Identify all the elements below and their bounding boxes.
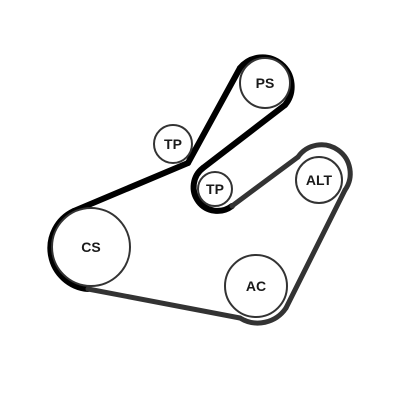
pulley-ac: AC [224, 254, 288, 318]
pulley-cs-circle [51, 207, 131, 287]
pulley-tp-lower: TP [197, 171, 233, 207]
belt-ps-to-tp-lower [200, 102, 288, 171]
belt-alt-wrap [295, 142, 353, 193]
pulley-tp-upper: TP [153, 124, 193, 164]
pulley-tp-lower-label: TP [206, 181, 224, 197]
pulley-cs: CS [51, 207, 131, 287]
belt-ac-to-cs [85, 286, 243, 321]
belt-cs-to-tp-upper [71, 160, 191, 214]
belt-alt-to-ac [283, 187, 348, 311]
pulley-ps-label: PS [256, 75, 275, 91]
pulley-ac-label: AC [246, 278, 266, 294]
belt-tp-lower-to-alt [229, 154, 301, 209]
pulley-alt-label: ALT [306, 172, 333, 188]
belt-tp-upper-to-ps [185, 65, 243, 166]
pulley-alt: ALT [295, 156, 343, 204]
primary-belt [47, 54, 295, 292]
pulley-tp-lower-circle [197, 171, 233, 207]
belt-ac-wrap [237, 305, 289, 326]
pulley-ac-circle [224, 254, 288, 318]
secondary-belt [85, 142, 353, 326]
pulley-cs-label: CS [81, 239, 100, 255]
belt-tp-lower-wrap [190, 165, 235, 214]
pulley-alt-circle [295, 156, 343, 204]
pulley-tp-upper-circle [153, 124, 193, 164]
pulley-ps-circle [239, 57, 291, 109]
pulley-ps: PS [239, 57, 291, 109]
pulley-tp-upper-label: TP [164, 136, 182, 152]
